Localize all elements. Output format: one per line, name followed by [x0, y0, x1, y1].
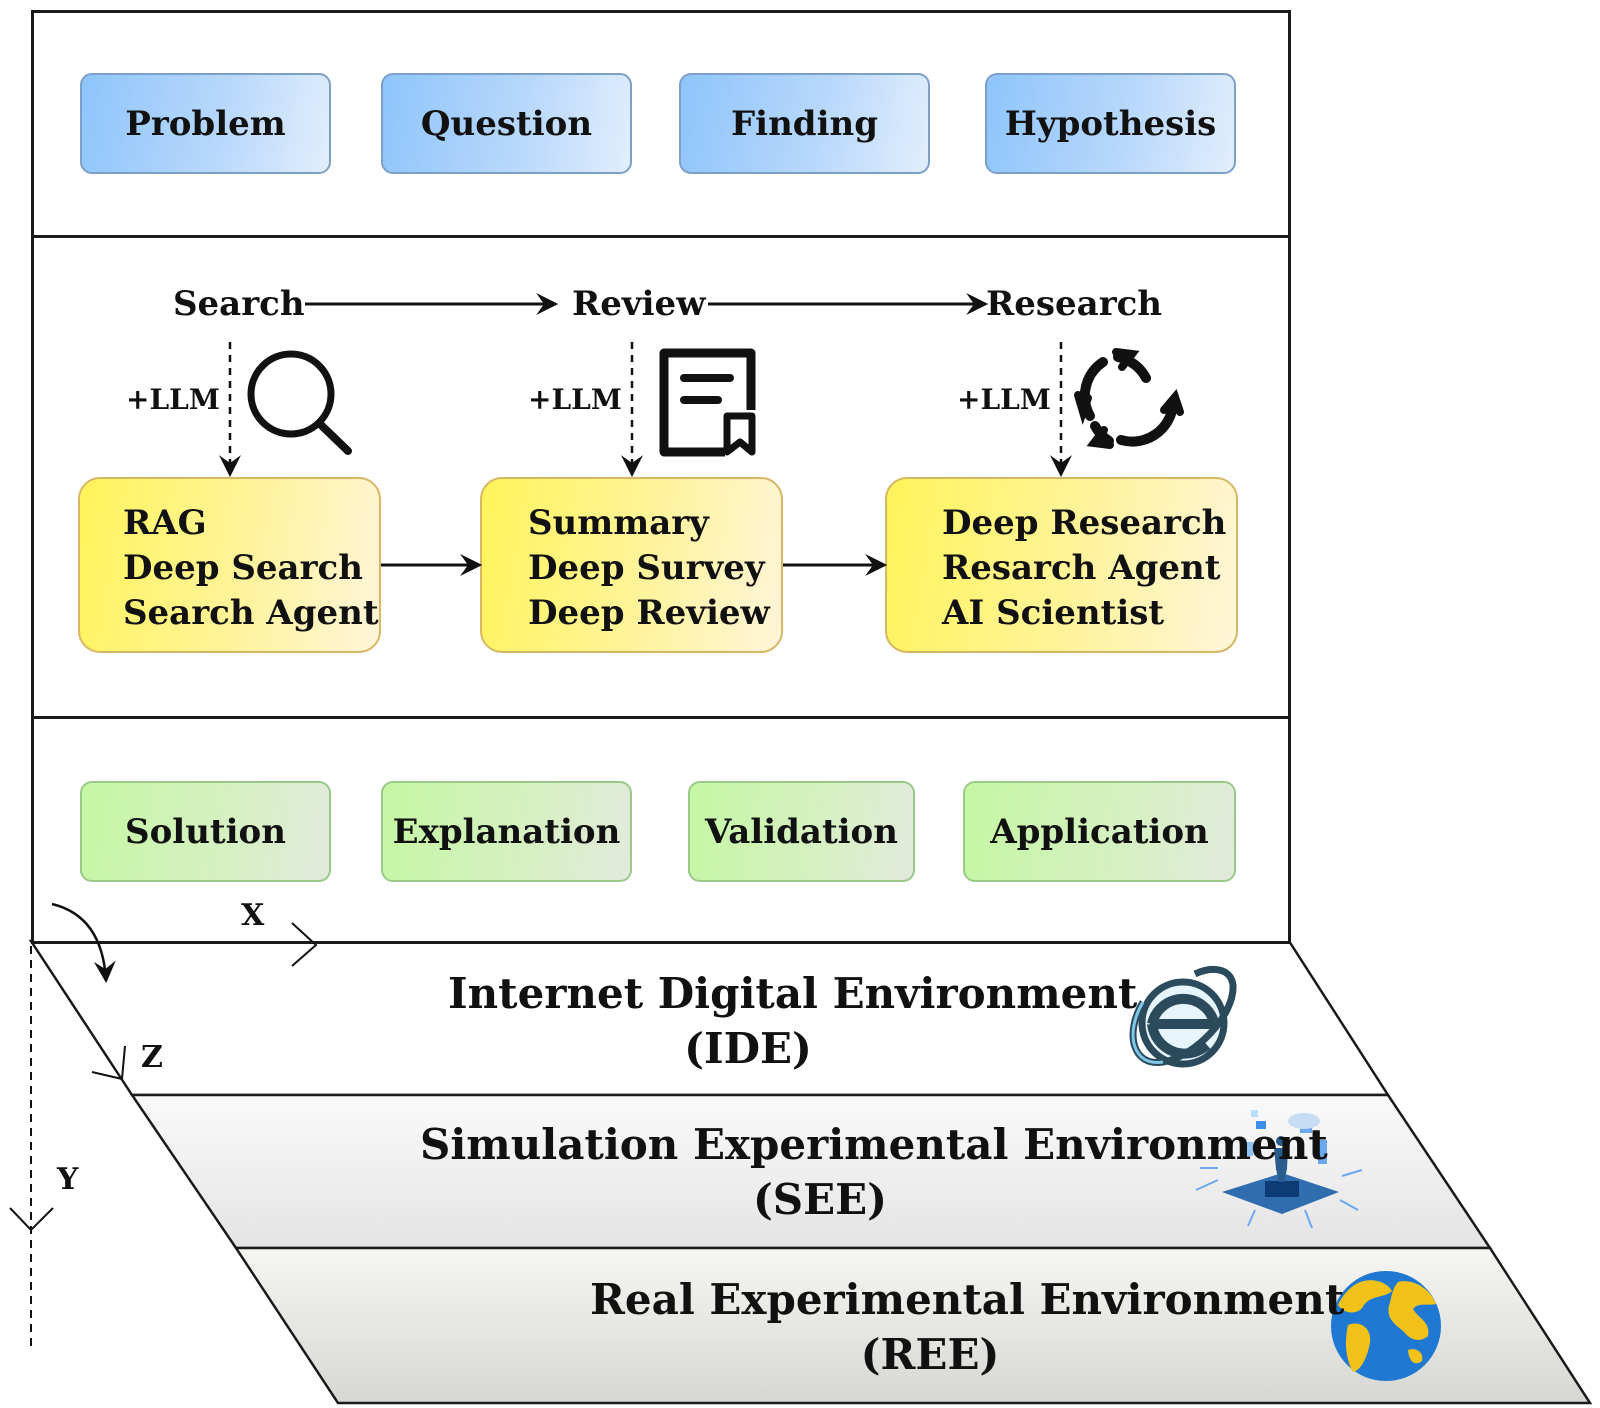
method-item: AI Scientist — [942, 593, 1165, 633]
review-methods-box: Summary Deep Survey Deep Review — [480, 477, 783, 653]
method-item: Search Agent — [123, 593, 379, 633]
llm-label-search: +LLM — [126, 383, 220, 416]
digital-human-simulation-icon — [1195, 1110, 1363, 1229]
method-item: Deep Search — [123, 548, 363, 588]
z-rotation-arrow — [51, 902, 116, 984]
method-item: Deep Review — [528, 593, 770, 633]
method-item: Summary — [528, 503, 709, 543]
method-item: Deep Survey — [528, 548, 765, 588]
application-box: Application — [963, 781, 1236, 882]
stage-search-label: Search — [173, 284, 305, 324]
method-item: Deep Research — [942, 503, 1227, 543]
search-methods-box: RAG Deep Search Search Agent — [78, 477, 381, 653]
stage-research-label: Research — [986, 284, 1163, 324]
problem-box: Problem — [80, 73, 331, 174]
solution-box: Solution — [80, 781, 331, 882]
method-item: RAG — [123, 503, 207, 543]
ree-title: Real Experimental Environment (REE) — [590, 1275, 1345, 1379]
hypothesis-box: Hypothesis — [985, 73, 1236, 174]
finding-box: Finding — [679, 73, 930, 174]
internet-explorer-icon — [1129, 965, 1237, 1068]
outcome-panel: Solution Explanation Validation Applicat… — [31, 716, 1291, 944]
stage-review-label: Review — [572, 284, 706, 324]
x-axis-arrowhead — [291, 922, 318, 967]
refresh-cycle-icon — [1074, 348, 1184, 449]
llm-label-research: +LLM — [957, 383, 1051, 416]
see-title: Simulation Experimental Environment (SEE… — [420, 1120, 1328, 1224]
y-axis-label: Y — [57, 1162, 79, 1197]
llm-label-review: +LLM — [528, 383, 622, 416]
magnifier-icon — [247, 350, 352, 455]
globe-icon — [1331, 1271, 1441, 1381]
research-methods-box: Deep Research Resarch Agent AI Scientist — [885, 477, 1238, 653]
ree-layer — [233, 1246, 1593, 1405]
problem-panel: Problem Question Finding Hypothesis — [31, 10, 1291, 238]
explanation-box: Explanation — [381, 781, 632, 882]
document-bookmark-icon — [659, 348, 756, 457]
method-item: Resarch Agent — [942, 548, 1221, 588]
validation-box: Validation — [688, 781, 915, 882]
x-axis-label: X — [241, 898, 265, 933]
ide-title: Internet Digital Environment (IDE) — [448, 969, 1138, 1073]
z-axis-arrowhead — [91, 1045, 126, 1081]
z-axis-label: Z — [141, 1040, 163, 1075]
question-box: Question — [381, 73, 632, 174]
y-axis-arrowhead — [9, 1207, 54, 1232]
